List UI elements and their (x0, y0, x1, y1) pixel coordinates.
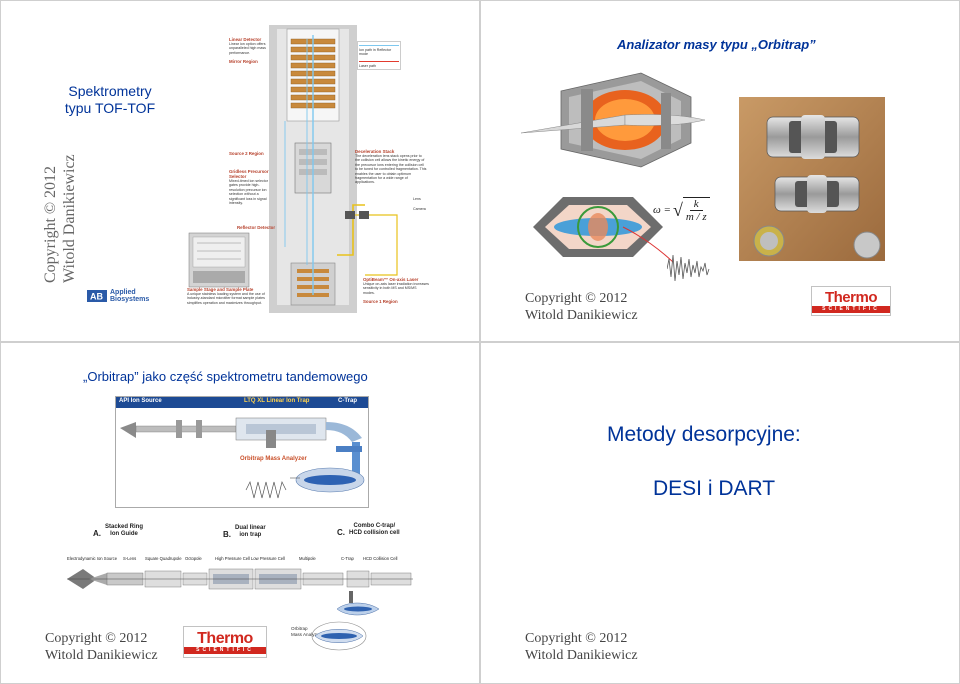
orbitrap-small-icon (311, 621, 367, 651)
slide-tof-tof: Copyright © 2012 Witold Danikiewicz Spek… (0, 0, 480, 342)
copyright: Copyright © 2012 Witold Danikiewicz (525, 631, 638, 663)
formula-omega: ω = (653, 204, 671, 216)
component-label: Multipole (299, 556, 316, 561)
ab-mark-icon: AB (87, 290, 107, 302)
thermo-scientific-logo: Thermo SCIENTIFIC (811, 286, 891, 316)
tof-tof-schematic (188, 25, 398, 313)
slide-title: Analizator masy typu „Orbitrap” (617, 37, 816, 52)
panel-b-label: B. Dual linear ion trap (223, 525, 266, 539)
laser-path-swatch (359, 60, 399, 62)
slide-title: Spektrometry typu TOF-TOF (64, 83, 156, 116)
orbitrap-velos-schematic (67, 568, 413, 616)
fraction: k m / z (682, 197, 710, 223)
slide-desorption-methods: Metody desorpcyjne: DESI i DART Copyrigh… (480, 342, 960, 684)
component-label: Electrodynamic Ion Source (67, 556, 118, 561)
ctrap-label: C-Trap (338, 398, 358, 404)
component-label-list: Electrodynamic Ion Source S-Lens Square … (67, 556, 417, 564)
slide-orbitrap: Analizator masy typu „Orbitrap” ω = √ k … (480, 0, 960, 342)
ltq-label: LTQ XL Linear Ion Trap (244, 398, 310, 404)
orbitrap-analyzer-label: Orbitrap Mass Analyzer (240, 456, 307, 462)
slide-title: „Orbitrap” jako część spektrometru tande… (83, 369, 368, 384)
slide-orbitrap-tandem: „Orbitrap” jako część spektrometru tande… (0, 342, 480, 684)
ltq-schematic (120, 417, 365, 499)
gridless-selector-label: Gridless Precursor Selector Mixed-timed … (229, 169, 269, 206)
orbitrap-trajectory-diagram (533, 197, 673, 263)
orbitrap-cutaway-image (521, 72, 706, 168)
applied-biosystems-logo: AB Applied Biosystems (87, 289, 149, 303)
reflector-detector-label: Reflector Detector (237, 225, 276, 230)
legend-box: Ion path in Reflector mode Laser path (357, 41, 401, 71)
sqrt-sign: √ (672, 200, 683, 220)
component-label: Octopole (185, 556, 202, 561)
vertical-copyright: Copyright © 2012 Witold Danikiewicz (42, 154, 78, 283)
laser-label: OptiBeam™ On-axis Laser Unique on-axis l… (363, 277, 429, 295)
component-label: S-Lens (123, 556, 137, 561)
component-label: High Pressure Cell (215, 556, 250, 561)
ltq-orbitrap-diagram: API Ion Source LTQ XL Linear Ion Trap C-… (115, 396, 369, 508)
lens-label: Lens (413, 197, 421, 201)
component-label: Low Pressure Cell (251, 556, 285, 561)
ion-path-swatch (359, 45, 399, 46)
component-label: Square Quadrupole (145, 556, 182, 561)
slide-title: Metody desorpcyjne: (607, 423, 801, 446)
api-ion-source-label: API Ion Source (119, 398, 162, 404)
slide-subtitle: DESI i DART (653, 477, 776, 500)
transient-signal-icon (667, 254, 710, 282)
svg-text:AB: AB (90, 292, 103, 302)
orbitrap-mass-analyzer-label: Orbitrap Mass Analyzer (291, 626, 321, 637)
deceleration-stack-label: Deceleration Stack The deceleration lens… (355, 149, 427, 185)
source2-region-label: Source 2 Region (229, 151, 264, 156)
source1-region-label: Source 1 Region (363, 299, 398, 304)
camera-label: Camera (413, 207, 426, 211)
component-label: HCD Collision Cell (363, 556, 398, 561)
linear-detector-label: Linear Detector Linear ion option offers… (229, 37, 266, 55)
mirror-region-label: Mirror Region (229, 59, 258, 64)
thermo-scientific-logo: Thermo SCIENTIFIC (183, 626, 267, 658)
component-label: C-Trap (341, 556, 354, 561)
copyright: Copyright © 2012 Witold Danikiewicz (45, 631, 158, 663)
panel-a-label: A. Stacked Ring Ion Guide (93, 524, 144, 538)
orbitrap-electrodes-photo (739, 97, 885, 261)
frequency-formula: ω = √ k m / z (653, 197, 710, 223)
copyright: Copyright © 2012 Witold Danikiewicz (525, 291, 638, 323)
panel-c-label: C. Combo C-trap/ HCD collision cell (337, 523, 400, 537)
diagram-header (116, 397, 368, 408)
sample-stage-label: Sample Stage and Sample Plate A unique s… (187, 287, 265, 305)
